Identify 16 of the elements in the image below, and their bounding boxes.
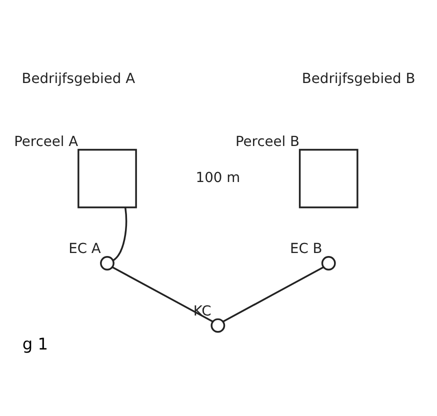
node-label: Perceel A — [14, 133, 78, 150]
node-box — [298, 148, 358, 208]
connector — [112, 207, 128, 261]
node-circle — [321, 256, 336, 270]
node-circle — [100, 256, 114, 270]
node-label: Perceel B — [235, 133, 300, 150]
node-label: EC A — [68, 240, 101, 257]
caption: g 1 — [22, 334, 48, 353]
connector — [222, 266, 324, 322]
label: 100 m — [196, 170, 240, 186]
node-circle — [210, 318, 226, 332]
label: Bedrijfsgebied B — [302, 70, 416, 86]
node-label: EC B — [290, 240, 322, 257]
connector — [112, 266, 214, 322]
node-box — [78, 148, 137, 208]
label: Bedrijfsgebied A — [22, 70, 136, 86]
